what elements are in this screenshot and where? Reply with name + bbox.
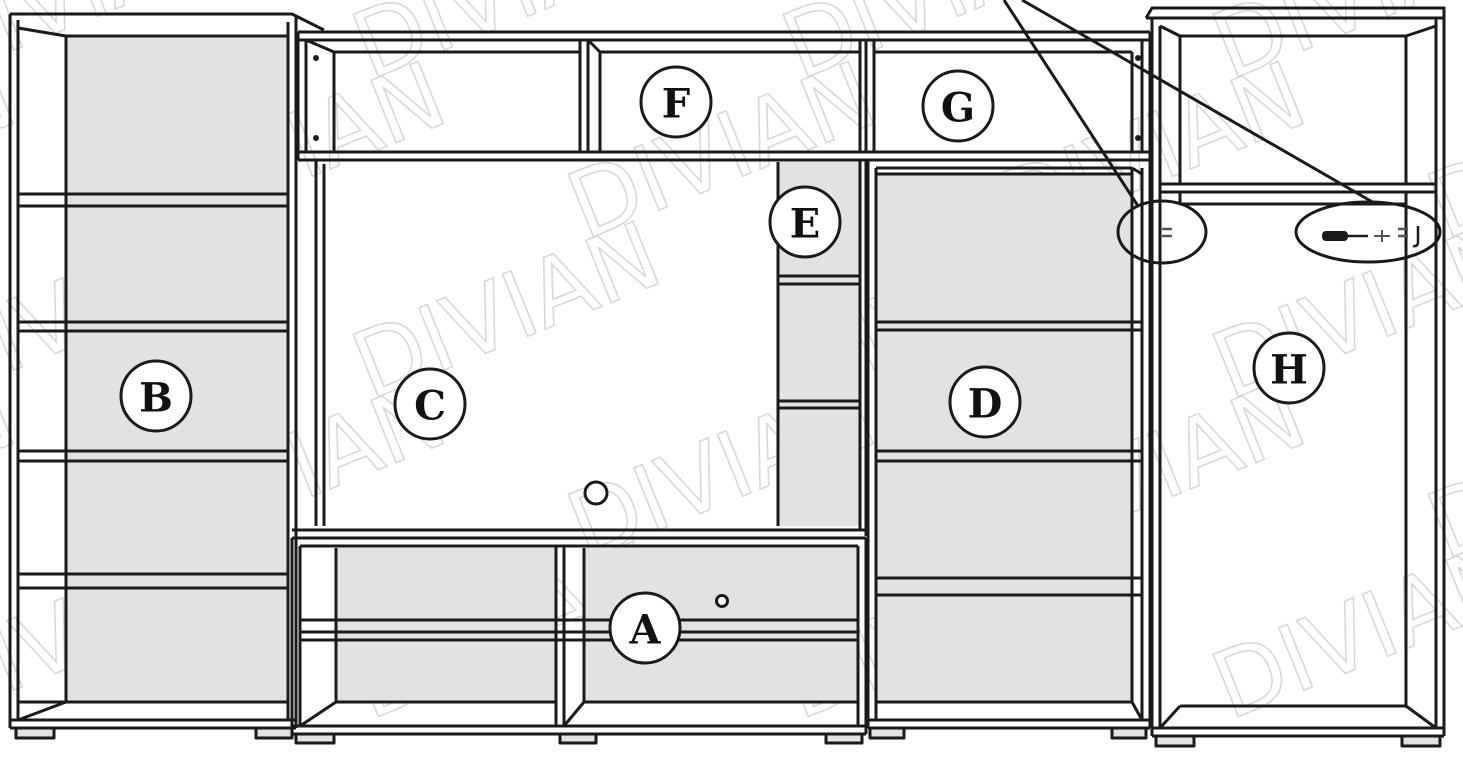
label-b: B <box>139 375 173 422</box>
detail-callouts <box>1002 0 1442 265</box>
screwdriver-screws-icon <box>1322 226 1420 248</box>
label-a: A <box>628 607 661 654</box>
label-f-marker <box>639 65 713 139</box>
label-h-marker <box>1252 331 1326 405</box>
label-d: D <box>968 381 1003 428</box>
label-a-marker <box>608 591 682 665</box>
label-g: G <box>941 85 975 132</box>
label-h: H <box>1270 347 1308 394</box>
watermark-text: DIVIAN <box>1198 521 1463 740</box>
unit-b-bookcase <box>8 12 325 740</box>
label-b-marker <box>119 359 193 433</box>
unit-d-bookcase <box>866 160 1152 740</box>
label-c-marker <box>393 367 467 441</box>
unit-f-g-top-cabinets <box>296 30 1152 162</box>
label-g-marker <box>921 69 995 143</box>
unit-h-wardrobe <box>1144 6 1446 748</box>
label-e: E <box>790 201 821 248</box>
hinge-bracket-icon <box>1162 227 1172 238</box>
label-d-marker <box>948 365 1022 439</box>
label-e-marker <box>768 185 842 259</box>
label-c: C <box>414 383 446 430</box>
label-f: F <box>662 81 690 128</box>
